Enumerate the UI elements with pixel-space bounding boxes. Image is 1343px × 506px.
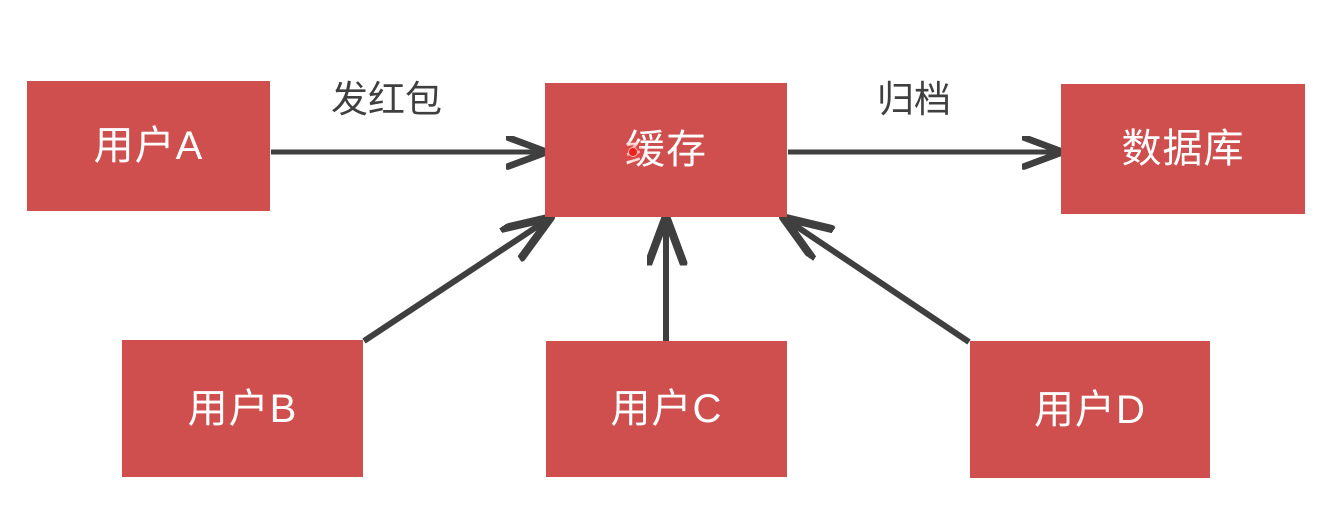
- node-database-label: 数据库: [1121, 127, 1245, 171]
- edge-label-send-red-packet: 发红包: [331, 79, 442, 120]
- node-user-a-label: 用户A: [93, 124, 204, 168]
- node-user-c[interactable]: 用户C: [546, 341, 787, 477]
- node-user-d[interactable]: 用户D: [970, 341, 1210, 478]
- edge-user-b-to-cache: [362, 220, 547, 344]
- edge-label-archive: 归档: [877, 79, 951, 120]
- node-user-a[interactable]: 用户A: [27, 81, 270, 211]
- node-user-b[interactable]: 用户B: [122, 340, 363, 477]
- node-cache[interactable]: 缓存: [545, 83, 787, 217]
- node-user-d-label: 用户D: [1034, 387, 1146, 432]
- node-cache-label: 缓存: [625, 128, 707, 172]
- edge-user-d-to-cache: [787, 220, 971, 345]
- node-user-b-label: 用户B: [187, 386, 298, 431]
- node-user-c-label: 用户C: [610, 387, 723, 431]
- node-database[interactable]: 数据库: [1061, 84, 1305, 214]
